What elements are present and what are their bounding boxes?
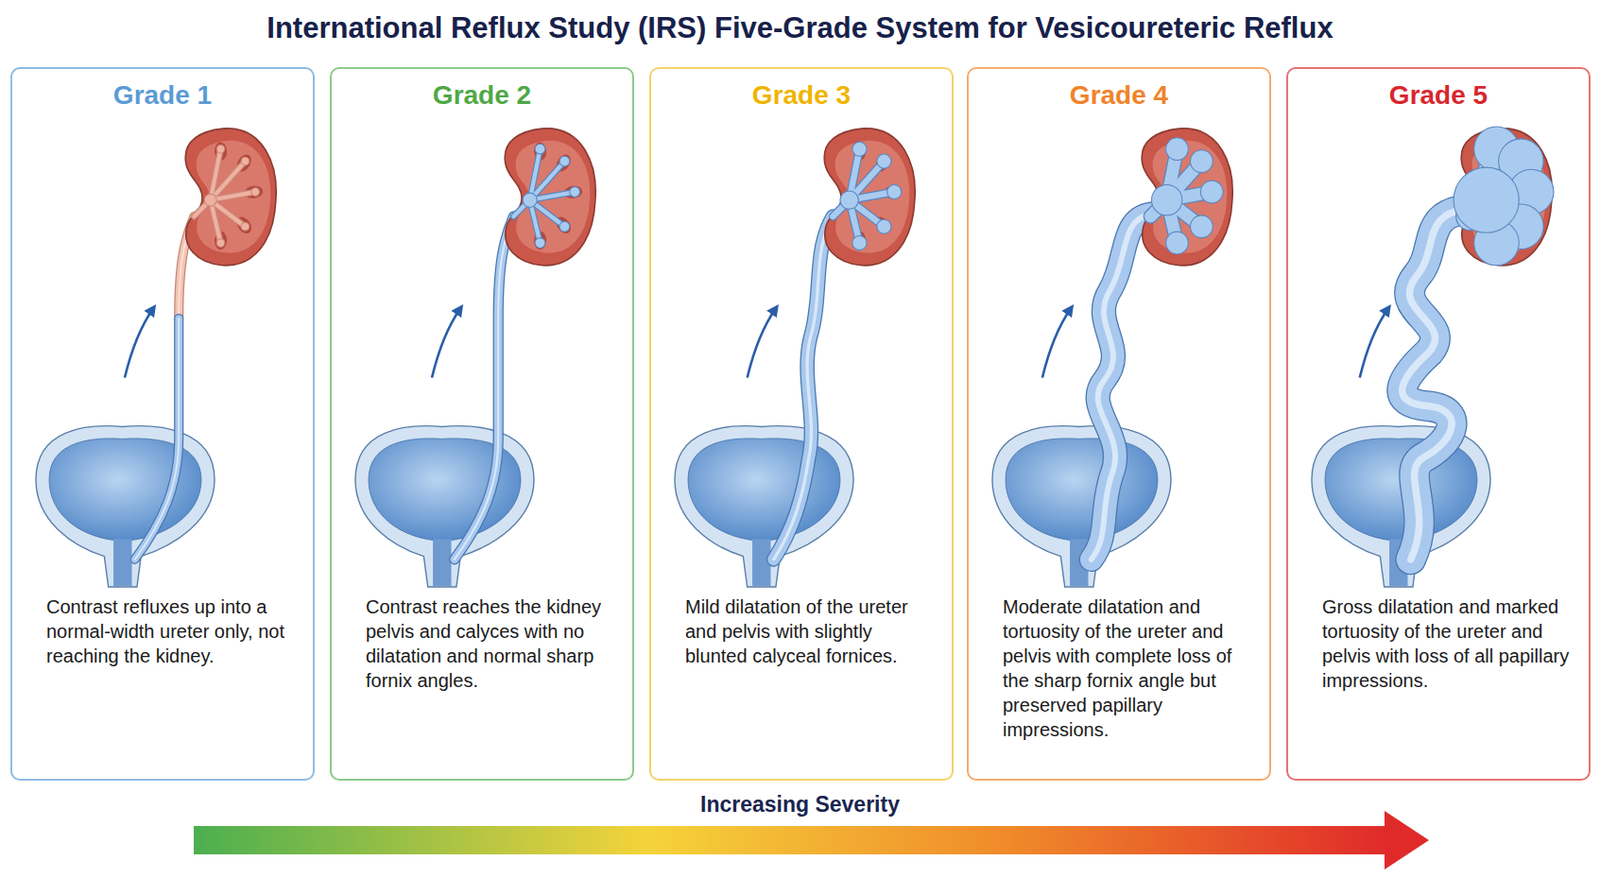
kidney-cortex (516, 140, 591, 254)
ureter-outline (774, 216, 834, 560)
grade-illustration (355, 128, 596, 587)
grade-heading: Grade 4 (968, 80, 1270, 111)
bladder-lumen (688, 438, 841, 541)
title-holder: International Reflux Study (IRS) Five-Gr… (0, 11, 1600, 46)
ureter-highlight (1091, 214, 1152, 560)
renal-pelvis (513, 143, 580, 248)
ureter (774, 216, 834, 560)
grade-description: Gross dilatation and marked tortuosity o… (1322, 594, 1574, 693)
calyx (1166, 231, 1189, 255)
grade-illustration (1311, 126, 1554, 587)
grade-panel: Grade 2 Contrast reaches the kidney pelvi… (329, 67, 635, 781)
grade-description: Moderate dilatation and tortuosity of th… (1002, 594, 1255, 742)
calyx (1200, 180, 1223, 204)
grade-description: Contrast reaches the kidney pelvis and c… (365, 594, 618, 693)
calyx (534, 238, 546, 249)
ureter-highlight (1402, 208, 1476, 559)
renal-pelvis (1150, 137, 1223, 255)
calyx (852, 141, 867, 156)
urethra (432, 538, 451, 586)
ureter (1091, 214, 1152, 560)
grade-description: Mild dilatation of the ureter and pelvis… (685, 594, 937, 669)
pelvis-hub (522, 192, 537, 207)
reflux-arrow (431, 308, 461, 378)
grade-illustration (35, 128, 276, 587)
reflux-arrow (747, 308, 776, 378)
calyx (1166, 137, 1189, 161)
ureter-highlight (135, 318, 179, 560)
kidney-cortex (835, 140, 911, 254)
grade-heading: Grade 5 (1288, 80, 1589, 111)
grade-panel: Grade 4 Moderate dilatation and tortuosit… (966, 67, 1272, 781)
calyx-stem (210, 191, 257, 201)
severity-bar (193, 825, 1391, 855)
ureter-outline (135, 318, 179, 560)
grade-heading: Grade 1 (12, 80, 313, 111)
kidney (824, 128, 915, 266)
ureter-outline (1402, 208, 1476, 559)
reflux-arrow (1359, 308, 1389, 378)
kidney-outline (824, 128, 915, 266)
ureter (454, 216, 515, 560)
bladder-wall (355, 426, 534, 587)
label-holder: Increasing Severity (0, 791, 1600, 818)
pelvis-hub (1151, 184, 1182, 215)
calyx (877, 154, 892, 169)
calyx (559, 155, 570, 167)
calyx (877, 219, 892, 234)
kidney (185, 128, 276, 266)
calyx (559, 221, 570, 232)
ureter (1402, 208, 1476, 559)
grade-panel: Grade 5 Gross dilatation and marked tortu… (1286, 67, 1591, 781)
severity-label: Increasing Severity (696, 791, 904, 818)
calyx (569, 187, 581, 198)
ureter (135, 318, 179, 560)
reflux-arrow (1042, 308, 1071, 378)
calyx (1190, 215, 1214, 239)
kidney (504, 128, 596, 266)
renal-pelvis (832, 141, 901, 250)
ureter-outline (454, 216, 515, 560)
bladder-wall (35, 426, 215, 587)
renal-pelvis (193, 144, 259, 247)
kidney (1141, 128, 1233, 266)
renal-pelvis (1453, 126, 1554, 266)
calyx (1190, 150, 1214, 173)
calyx (887, 184, 902, 199)
kidney-outline (185, 128, 276, 266)
kidney-cortex (196, 140, 272, 254)
kidney-outline (504, 128, 596, 266)
ureter-outline (1091, 214, 1152, 560)
reflux-arrow (124, 308, 154, 378)
diagram-title: International Reflux Study (IRS) Five-Gr… (266, 11, 1333, 46)
grade-heading: Grade 2 (331, 80, 633, 111)
calyx (240, 222, 250, 231)
calyx (216, 239, 225, 248)
grade-panel: Grade 1 Contrast refluxes up into a norma… (10, 67, 315, 781)
pelvis-hub (1453, 167, 1519, 233)
ureter-highlight (774, 216, 834, 560)
urethra (113, 538, 132, 586)
grade-panel: Grade 3 Mild dilatation of the ureter and… (649, 67, 954, 781)
pelvis-hub (204, 193, 217, 207)
pelvis-hub (840, 190, 859, 209)
grade-illustration (674, 128, 915, 587)
calyx (251, 188, 260, 197)
bladder-wall (674, 426, 854, 587)
grade-description: Contrast refluxes up into a normal-width… (46, 594, 298, 669)
calyx (240, 156, 250, 166)
bladder-lumen (1005, 438, 1158, 541)
kidney-outline (1141, 128, 1233, 266)
ureter-highlight (454, 216, 515, 560)
severity-arrowhead (1384, 810, 1429, 870)
grade-heading: Grade 3 (651, 80, 952, 111)
calyx (216, 144, 225, 154)
grade-illustration (992, 128, 1233, 587)
calyx (534, 143, 546, 155)
calyx (852, 235, 867, 250)
